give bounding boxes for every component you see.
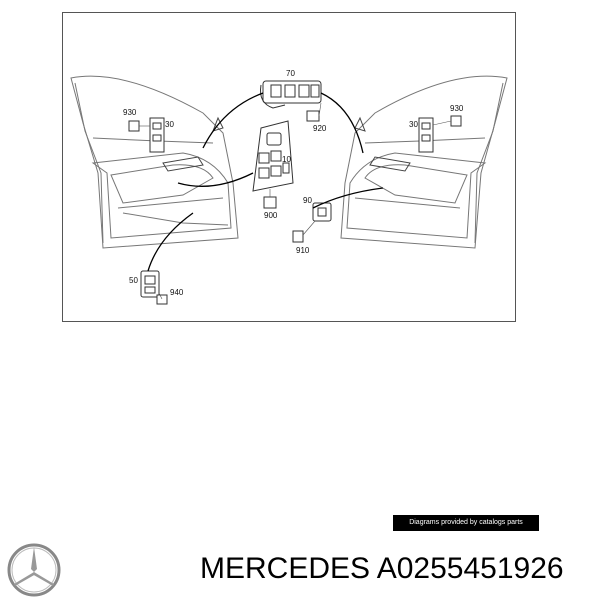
leader-line-50 (147, 212, 194, 272)
switch-panel-30-right (418, 117, 434, 153)
leader-line-10 (177, 172, 254, 187)
callout-940: 940 (170, 288, 184, 297)
connector-940 (156, 294, 168, 305)
door-switch-diagram: 70 920 930 30 10 900 930 30 90 910 50 94… (70, 69, 508, 305)
mercedes-star-icon (7, 543, 61, 597)
callout-920: 920 (313, 124, 327, 133)
callout-90: 90 (303, 196, 312, 205)
callout-50: 50 (129, 276, 138, 285)
callout-900: 900 (264, 211, 278, 220)
right-door-drawing (340, 75, 508, 249)
callout-30-left: 30 (165, 120, 174, 129)
leader-line-70-left (202, 92, 264, 149)
callout-910: 910 (296, 246, 310, 255)
seat-switch-70 (260, 80, 322, 109)
leader-line-90 (312, 187, 384, 209)
part-number: A0255451926 (376, 552, 564, 585)
callout-930-left: 930 (123, 108, 137, 117)
parts-diagram: 70 920 930 30 10 900 930 30 90 910 50 94… (62, 12, 516, 322)
callout-10: 10 (282, 155, 291, 164)
connector-910 (292, 230, 304, 243)
callout-930-right: 930 (450, 104, 464, 113)
brand-name: MERCEDES (200, 552, 371, 585)
connector-930-left (128, 120, 140, 132)
connector-920 (306, 110, 320, 122)
callout-70: 70 (286, 69, 295, 78)
callout-30-right: 30 (409, 120, 418, 129)
connector-900 (263, 196, 277, 209)
leader-line-70-right (320, 92, 364, 154)
connector-930-right (450, 115, 462, 127)
part-title: MERCEDES A0255451926 (200, 552, 564, 586)
credit-banner: Diagrams provided by catalogs parts (393, 515, 539, 531)
left-door-drawing (70, 75, 239, 249)
window-switch-block-10 (252, 120, 294, 192)
switch-panel-30-left (149, 117, 165, 153)
single-switch-50 (140, 270, 160, 298)
single-switch-90 (312, 202, 332, 222)
